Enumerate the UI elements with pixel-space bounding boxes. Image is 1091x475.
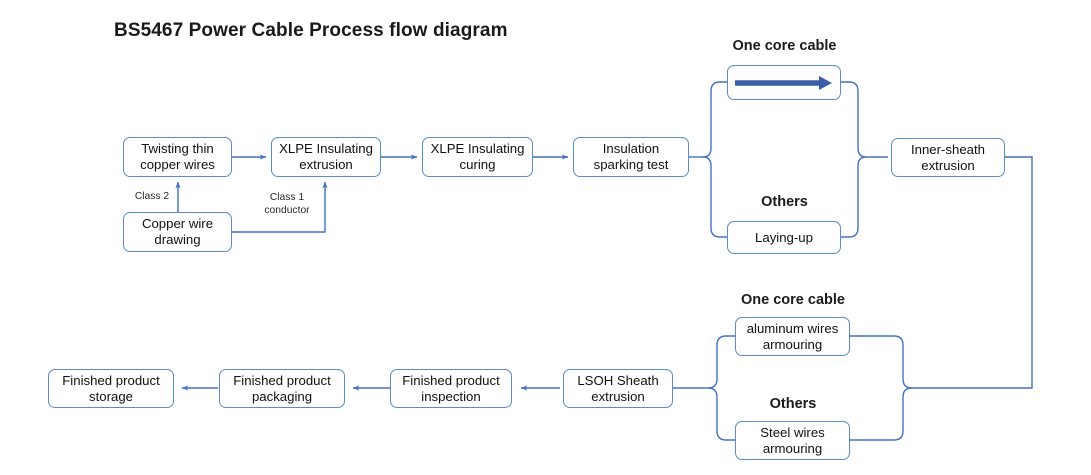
node-twisting-thin-copper-wires[interactable]: Twisting thin copper wires: [123, 137, 232, 177]
node-label: Finished product storage: [62, 372, 160, 404]
edge-label-text: Class 1 conductor: [264, 192, 310, 216]
node-label: Copper wire drawing: [141, 216, 214, 247]
group-label-branch1-others: Others: [761, 194, 808, 210]
node-label: Steel wires armouring: [760, 424, 825, 456]
node-label: XLPE Insulating extrusion: [279, 141, 373, 172]
node-label: XLPE Insulating curing: [430, 141, 525, 172]
node-finished-product-inspection[interactable]: Finished product inspection: [390, 369, 512, 408]
node-laying-up[interactable]: Laying-up: [727, 221, 841, 254]
page-title: BS5467 Power Cable Process flow diagram: [114, 20, 508, 41]
node-finished-product-storage[interactable]: Finished product storage: [48, 369, 174, 408]
node-inner-sheath-extrusion[interactable]: Inner-sheath extrusion: [891, 138, 1005, 177]
node-label: LSOH Sheath extrusion: [577, 372, 659, 404]
node-finished-product-packaging[interactable]: Finished product packaging: [219, 369, 345, 408]
thick-right-arrow-icon: [735, 76, 832, 90]
edge-label-class-2: Class 2: [134, 191, 170, 202]
group-label-branch2-others: Others: [769, 396, 817, 412]
node-label: Finished product packaging: [233, 372, 331, 404]
node-label: Insulation sparking test: [593, 141, 669, 172]
group-label-branch2-one-core-cable: One core cable: [741, 292, 845, 308]
edge-label-class-1-conductor: Class 1 conductor: [254, 191, 320, 217]
node-xlpe-insulating-extrusion[interactable]: XLPE Insulating extrusion: [271, 137, 381, 177]
node-xlpe-insulating-curing[interactable]: XLPE Insulating curing: [422, 137, 533, 177]
node-label: Inner-sheath extrusion: [910, 141, 986, 173]
node-label: aluminum wires armouring: [746, 320, 839, 352]
node-label: Laying-up: [755, 229, 813, 245]
node-steel-wires-armouring[interactable]: Steel wires armouring: [735, 421, 850, 460]
node-lsoh-sheath-extrusion[interactable]: LSOH Sheath extrusion: [563, 369, 673, 408]
node-insulation-sparking-test[interactable]: Insulation sparking test: [573, 137, 689, 177]
group-label-branch1-one-core-cable: One core cable: [732, 38, 837, 54]
node-copper-wire-drawing[interactable]: Copper wire drawing: [123, 212, 232, 252]
node-label: Twisting thin copper wires: [140, 141, 215, 172]
node-one-core-passthrough[interactable]: [727, 65, 841, 100]
node-aluminum-wires-armouring[interactable]: aluminum wires armouring: [735, 317, 850, 356]
node-label: Finished product inspection: [402, 372, 500, 404]
